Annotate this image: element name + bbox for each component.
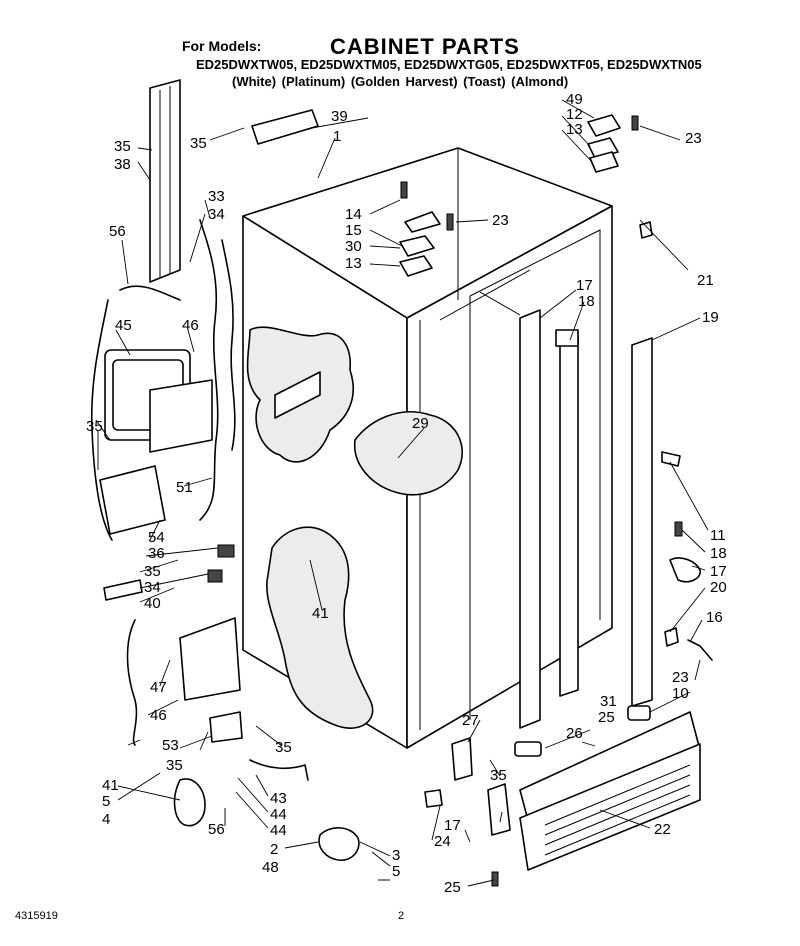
callout-54: 56 xyxy=(109,223,126,240)
callout-2: 2 xyxy=(270,841,278,858)
callout-38: 38 xyxy=(114,156,131,173)
part-callouts: 39 1 35 35 38 56 33 34 49 12 13 23 14 15… xyxy=(86,91,727,896)
callout-31: 31 xyxy=(600,693,617,710)
model-colors: (White) (Platinum) (Golden Harvest) (Toa… xyxy=(232,74,569,89)
callout-32: 33 xyxy=(208,188,225,205)
callout-52: 53 xyxy=(162,737,179,754)
callout-33: 34 xyxy=(208,206,225,223)
callout-53: 54 xyxy=(148,529,165,546)
callout-3: 3 xyxy=(392,847,400,864)
callout-49: 49 xyxy=(566,91,583,108)
callout-30: 30 xyxy=(345,238,362,255)
callout-35: 35 xyxy=(86,418,103,435)
callout-23: 23 xyxy=(672,669,689,686)
callout-35: 35 xyxy=(490,767,507,784)
callout-15: 15 xyxy=(345,222,362,239)
callout-35: 35 xyxy=(275,739,292,756)
callout-17: 17 xyxy=(710,563,727,580)
callout-7: 18 xyxy=(578,293,595,310)
callout-5: 5 xyxy=(392,863,400,880)
callout-8: 19 xyxy=(702,309,719,326)
callout-41: 41 xyxy=(312,605,329,622)
left-side-parts xyxy=(90,79,319,827)
callout-51: 51 xyxy=(176,479,193,496)
leader-lines xyxy=(95,99,709,887)
callout-56: 56 xyxy=(208,821,225,838)
callout-39: 40 xyxy=(144,595,161,612)
callout-13: 13 xyxy=(345,255,362,272)
document-number: 4315919 xyxy=(15,910,58,922)
callout-25: 25 xyxy=(444,879,461,896)
callout-19: 17 xyxy=(444,817,461,834)
callout-35: 35 xyxy=(144,563,161,580)
callout-48: 47 xyxy=(150,679,167,696)
page-number: 2 xyxy=(398,910,405,922)
top-hinge-parts xyxy=(399,114,653,277)
callout-26: 26 xyxy=(566,725,583,742)
callout-44: 48 xyxy=(262,859,279,876)
callout-37: 39 xyxy=(331,108,348,125)
callout-27: 27 xyxy=(462,712,479,729)
callout-23: 23 xyxy=(492,212,509,229)
callout-11: 11 xyxy=(710,527,726,544)
model-numbers: ED25DWXTW05, ED25DWXTM05, ED25DWXTG05, E… xyxy=(196,57,702,72)
callout-14: 14 xyxy=(345,206,362,223)
callout-29: 29 xyxy=(412,415,429,432)
callout-35: 35 xyxy=(190,135,207,152)
callout-42: 43 xyxy=(270,790,287,807)
callout-22: 22 xyxy=(654,821,671,838)
callout-20: 20 xyxy=(710,579,727,596)
callout-34: 34 xyxy=(144,579,161,596)
callout-24: 24 xyxy=(434,833,451,850)
callout-16: 16 xyxy=(706,609,723,626)
callout-13: 13 xyxy=(566,121,583,138)
callout-47: 46 xyxy=(150,707,167,724)
callout-10: 10 xyxy=(672,685,689,702)
callout-12: 12 xyxy=(566,106,583,123)
callout-40: 41 xyxy=(102,777,119,794)
page-title: CABINET PARTS xyxy=(330,34,520,59)
callout-18: 18 xyxy=(710,545,727,562)
callout-35: 35 xyxy=(114,138,131,155)
callout-43: 44 xyxy=(270,806,287,823)
for-models-label: For Models: xyxy=(182,38,262,54)
callout-1: 1 xyxy=(333,128,341,145)
callout-4: 4 xyxy=(102,811,110,828)
insulation-cutaways xyxy=(246,326,463,729)
callout-36: 36 xyxy=(148,545,165,562)
callout-5: 5 xyxy=(102,793,110,810)
callout-35: 35 xyxy=(166,757,183,774)
callout-45: 45 xyxy=(115,317,132,334)
callout-25: 25 xyxy=(598,709,615,726)
right-side-parts xyxy=(318,309,713,887)
callout-21: 21 xyxy=(697,272,714,289)
callout-23: 23 xyxy=(685,130,702,147)
callout-46: 46 xyxy=(182,317,199,334)
callout-6: 17 xyxy=(576,277,593,294)
callout-43: 44 xyxy=(270,822,287,839)
